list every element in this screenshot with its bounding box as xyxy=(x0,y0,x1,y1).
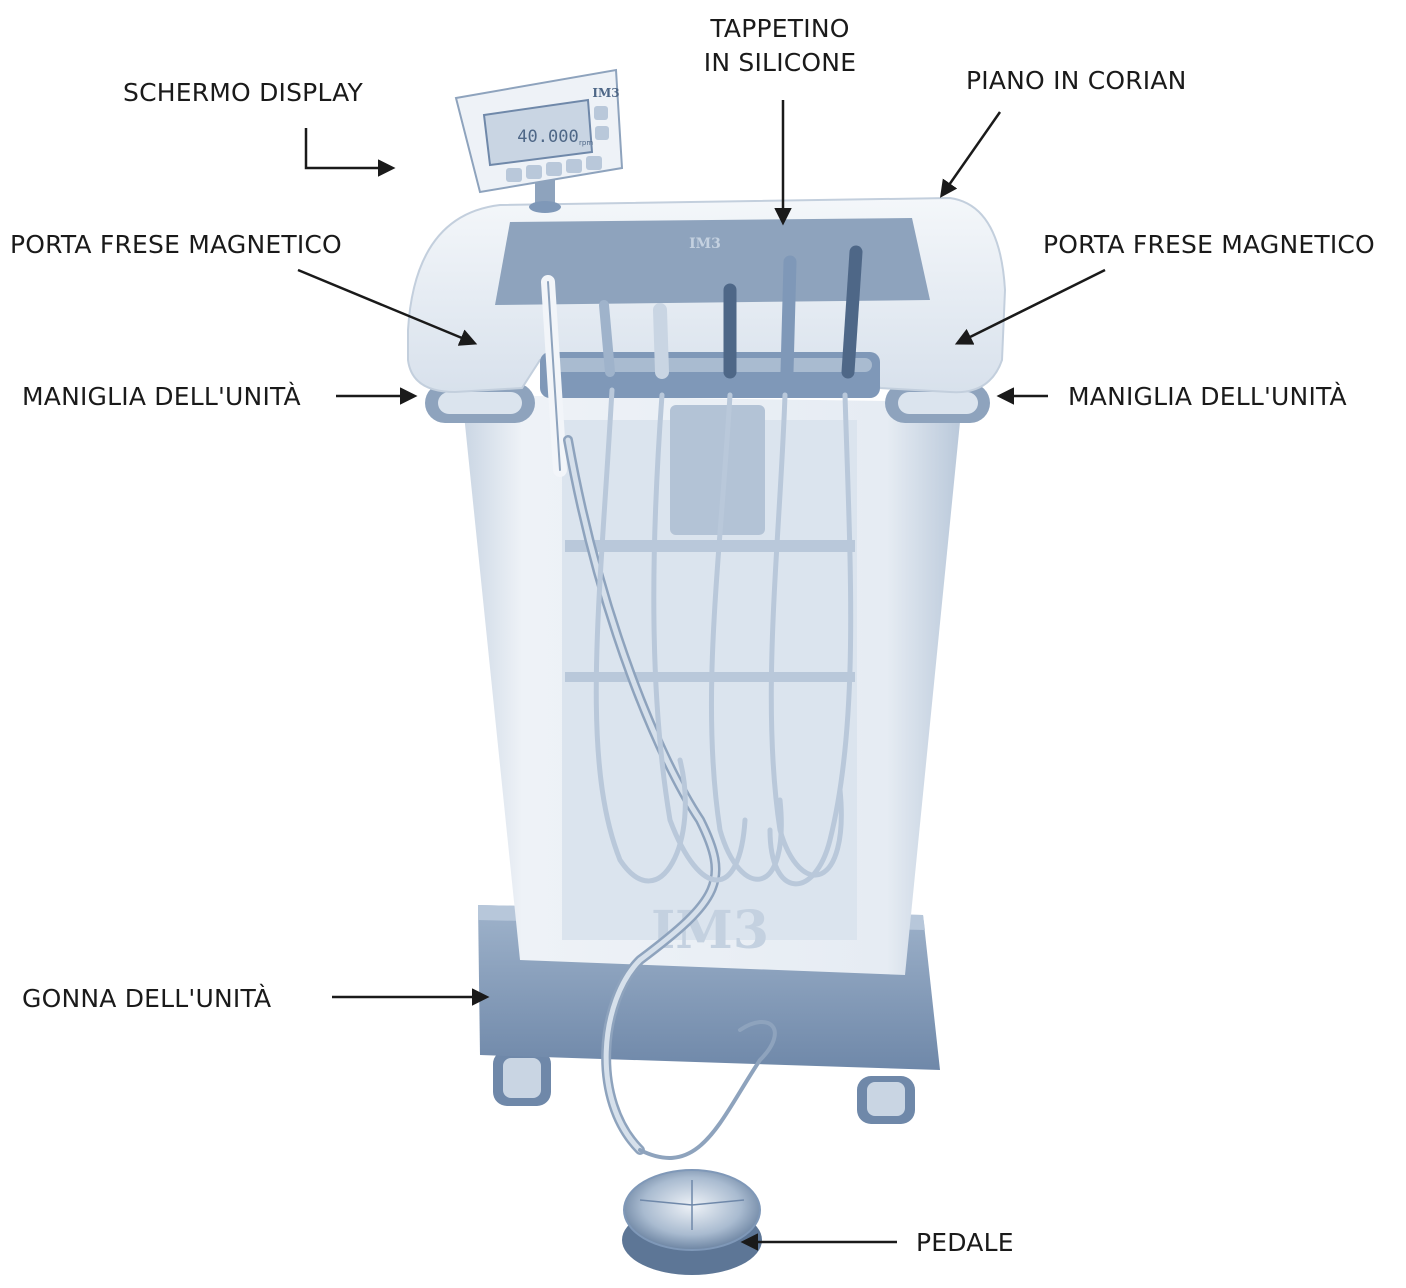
label-pedal: PEDALE xyxy=(916,1226,1014,1260)
display-unit: rpm xyxy=(579,139,593,147)
label-silicone-mat: TAPPETINO IN SILICONE xyxy=(690,12,870,80)
instrument-holder-rail xyxy=(540,352,880,398)
arrow-corian xyxy=(942,112,1000,195)
label-skirt: GONNA DELL'UNITÀ xyxy=(22,982,271,1016)
label-display-screen: SCHERMO DISPLAY xyxy=(123,76,363,110)
display-reading: 40.000 xyxy=(517,127,578,147)
brand-mark-display: IM3 xyxy=(592,86,619,100)
brand-mark-body: IM3 xyxy=(651,900,769,961)
brand-mark-mat: IM3 xyxy=(689,236,721,252)
label-bur-holder-left: PORTA FRESE MAGNETICO xyxy=(10,228,342,262)
label-corian-top: PIANO IN CORIAN xyxy=(966,64,1187,98)
pedal-shape xyxy=(622,1170,762,1275)
label-handle-left: MANIGLIA DELL'UNITÀ xyxy=(22,380,301,414)
display-monitor: 40.000 rpm IM3 xyxy=(456,70,622,213)
label-silicone-mat-line1: TAPPETINO xyxy=(690,12,870,46)
arrow-display xyxy=(306,128,392,168)
label-handle-right: MANIGLIA DELL'UNITÀ xyxy=(1068,380,1347,414)
silicone-mat-shape xyxy=(495,218,930,305)
label-bur-holder-right: PORTA FRESE MAGNETICO xyxy=(1043,228,1375,262)
label-silicone-mat-line2: IN SILICONE xyxy=(690,46,870,80)
